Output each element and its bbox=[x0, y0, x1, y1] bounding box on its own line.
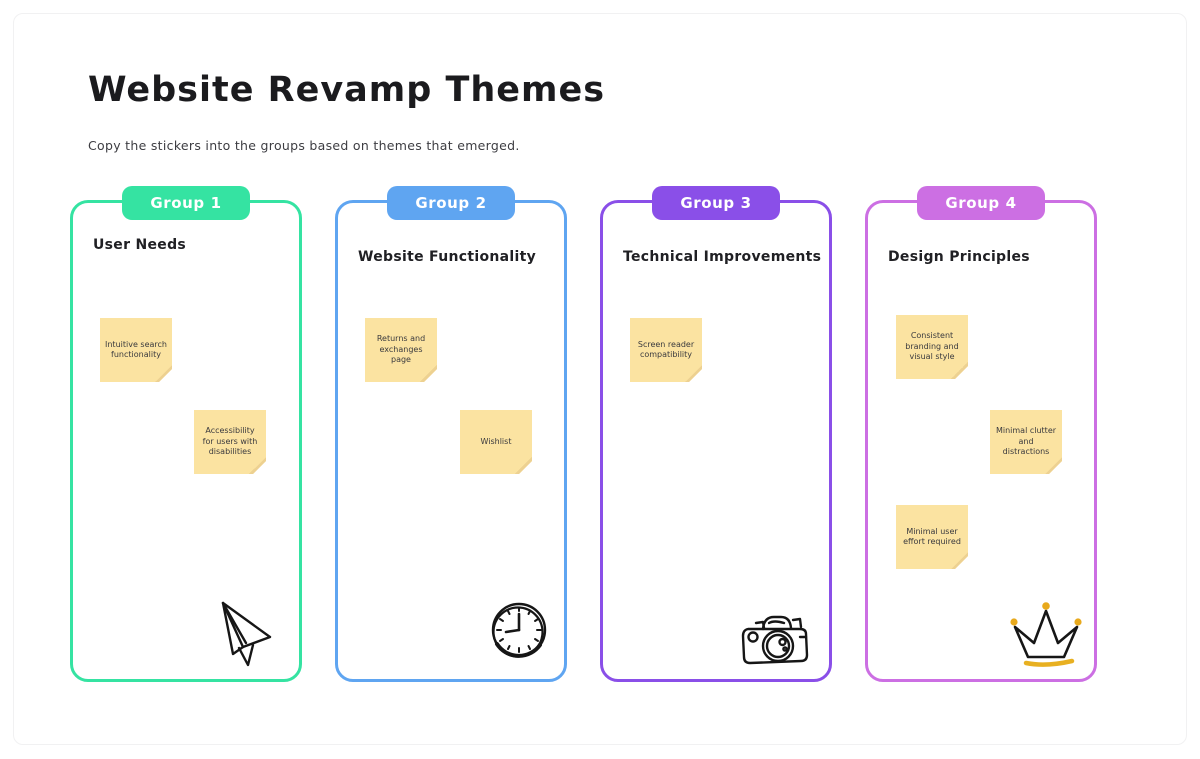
sticky-text: Minimal clutter and distractions bbox=[995, 426, 1057, 457]
sticky-note[interactable]: Accessibility for users with disabilitie… bbox=[194, 410, 266, 474]
group-2-tab-label: Group 2 bbox=[415, 194, 487, 212]
group-4-tab-label: Group 4 bbox=[945, 194, 1017, 212]
sticky-note[interactable]: Screen reader compatibility bbox=[630, 318, 702, 382]
sticky-note[interactable]: Wishlist bbox=[460, 410, 532, 474]
group-2-label: Website Functionality bbox=[358, 249, 536, 265]
sticky-note[interactable]: Consistent branding and visual style bbox=[896, 315, 968, 379]
group-1-container[interactable]: Group 1 User Needs bbox=[70, 186, 302, 682]
sticky-text: Accessibility for users with disabilitie… bbox=[202, 426, 258, 457]
group-3-tab[interactable]: Group 3 bbox=[652, 186, 780, 220]
sticky-note[interactable]: Minimal user effort required bbox=[896, 505, 968, 569]
camera-icon[interactable] bbox=[736, 606, 814, 672]
group-3-label: Technical Improvements bbox=[623, 249, 822, 265]
sticky-text: Returns and exchanges page bbox=[376, 334, 426, 365]
board-title: Website Revamp Themes bbox=[88, 70, 606, 110]
sticky-text: Screen reader compatibility bbox=[637, 339, 695, 359]
sticky-note[interactable]: Intuitive search functionality bbox=[100, 318, 172, 382]
group-2-tab[interactable]: Group 2 bbox=[387, 186, 515, 220]
group-3-container[interactable]: Group 3 Technical Improvements bbox=[600, 186, 832, 682]
group-4-tab[interactable]: Group 4 bbox=[917, 186, 1045, 220]
sticky-note[interactable]: Returns and exchanges page bbox=[365, 318, 437, 382]
sticky-text: Wishlist bbox=[480, 436, 512, 446]
sticky-note[interactable]: Minimal clutter and distractions bbox=[990, 410, 1062, 474]
group-1-tab-label: Group 1 bbox=[150, 194, 222, 212]
sticky-text: Intuitive search functionality bbox=[105, 339, 167, 359]
crown-icon[interactable] bbox=[1005, 600, 1085, 672]
board-subtitle: Copy the stickers into the groups based … bbox=[88, 138, 520, 153]
group-1-tab[interactable]: Group 1 bbox=[122, 186, 250, 220]
group-1-label: User Needs bbox=[93, 237, 187, 253]
group-3-tab-label: Group 3 bbox=[680, 194, 752, 212]
paper-plane-icon[interactable] bbox=[210, 596, 278, 668]
group-4-label: Design Principles bbox=[888, 249, 1030, 265]
sticky-text: Minimal user effort required bbox=[903, 526, 961, 546]
clock-icon[interactable] bbox=[485, 597, 553, 669]
sticky-text: Consistent branding and visual style bbox=[905, 331, 959, 362]
